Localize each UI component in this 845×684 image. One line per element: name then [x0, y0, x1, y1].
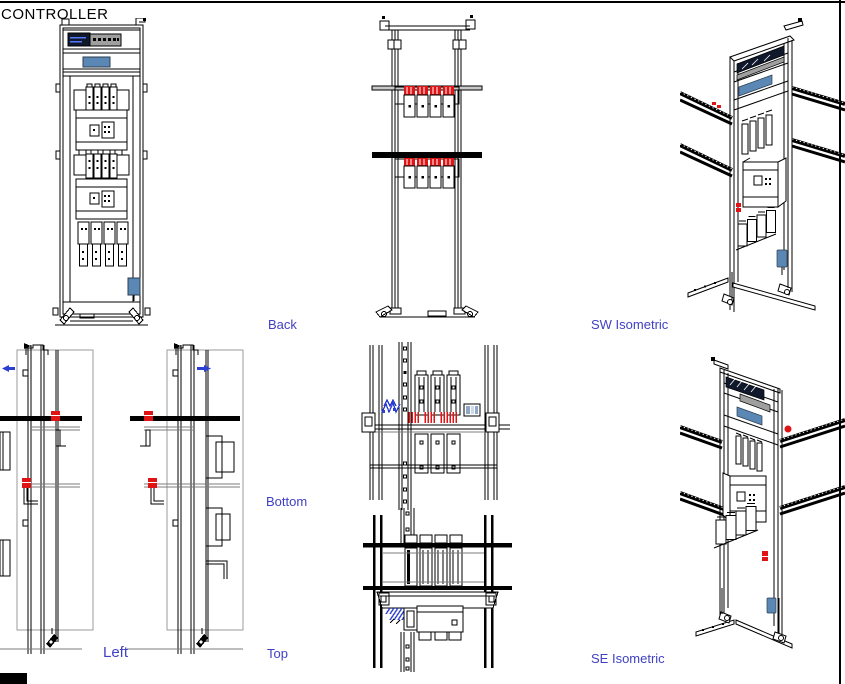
- display-panel: [725, 376, 771, 413]
- red-marks: [762, 425, 792, 561]
- aux-component: [463, 403, 481, 417]
- view-label-top: Top: [267, 646, 288, 661]
- upper-fuse-row: [73, 83, 130, 111]
- center-strip: [398, 342, 412, 510]
- fuse-block-row: [77, 221, 129, 267]
- aux-device: [766, 597, 777, 614]
- top-rail: [379, 15, 476, 31]
- upper-fuse-holders: [403, 86, 455, 118]
- top-corner-brackets: [61, 18, 146, 26]
- crossbar-upper: [363, 543, 512, 548]
- control-panel: [63, 29, 140, 70]
- view-label-se-isometric: SE Isometric: [591, 651, 665, 666]
- bus-bar: [0, 416, 82, 421]
- drawing-title: CONTROLLER: [1, 6, 109, 23]
- fuse-blocks-stepped: [735, 207, 777, 251]
- cabinet-frame: [729, 18, 804, 312]
- view-label-sw-isometric: SW Isometric: [591, 317, 669, 332]
- mid-fuse-row: [73, 153, 130, 179]
- left-view-drawing: [0, 343, 244, 654]
- lower-breaker: [75, 178, 128, 220]
- upper-breaker: [75, 109, 128, 156]
- caps-row: [404, 534, 463, 544]
- lower-bar: [370, 464, 497, 469]
- bus-bar: [130, 416, 240, 421]
- label-plate: [736, 406, 763, 426]
- blue-clip-icon: [2, 365, 9, 372]
- back-view-drawing: [371, 15, 483, 318]
- breaker-columns: [383, 547, 484, 587]
- mount-plate: [376, 591, 499, 609]
- side-tabs: [52, 83, 151, 316]
- breaker-columns-lower: [414, 433, 461, 474]
- aux-device: [776, 249, 788, 275]
- cabinet-outline: [59, 24, 144, 318]
- front-view-drawing: [52, 18, 151, 326]
- left-profile-a: [0, 343, 94, 654]
- frame-rails: [63, 71, 140, 302]
- se-isometric-view-drawing: [680, 357, 845, 649]
- base-feet: [375, 305, 479, 318]
- bus-bars-right: [791, 86, 845, 164]
- label-plate: [738, 74, 773, 97]
- view-label-back: Back: [268, 317, 297, 332]
- fuse-blocks-stepped: [713, 503, 759, 549]
- lower-assembly: [403, 605, 464, 641]
- aux-device: [127, 277, 141, 301]
- base-assembly: [687, 262, 816, 311]
- bus-bars-left: [680, 91, 733, 178]
- bus-bars-right: [779, 418, 845, 516]
- wire-bundle: [381, 398, 401, 414]
- view-label-left: Left: [103, 644, 129, 661]
- display-panel: [736, 45, 785, 81]
- upper-clips: [387, 39, 467, 50]
- top-view-drawing: [363, 508, 512, 672]
- left-profile-b: [127, 343, 244, 654]
- breaker-columns-upper: [414, 370, 461, 416]
- crossbar-lower: [363, 586, 512, 590]
- fuse-columns: [741, 109, 773, 155]
- cross-assembly: [361, 412, 510, 433]
- lower-fuse-holders: [403, 158, 455, 189]
- frame-posts: [391, 30, 462, 308]
- red-terminal-hatch: [408, 412, 457, 423]
- blue-clip-icon: [204, 365, 211, 372]
- viewport-border-right: [839, 0, 841, 684]
- sw-isometric-view-drawing: [680, 18, 845, 312]
- corner-artifact: [0, 673, 27, 684]
- fuse-columns: [735, 432, 763, 472]
- center-strip-bottom: [400, 632, 415, 672]
- red-clamp-marks: [712, 102, 741, 212]
- viewport-border-top: [0, 1, 845, 3]
- base-feet: [55, 301, 148, 326]
- bottom-view-drawing: [361, 342, 510, 510]
- bus-bars-left: [680, 425, 725, 517]
- base-assembly: [695, 588, 793, 649]
- view-label-bottom: Bottom: [266, 494, 308, 509]
- breaker-box: [742, 157, 787, 208]
